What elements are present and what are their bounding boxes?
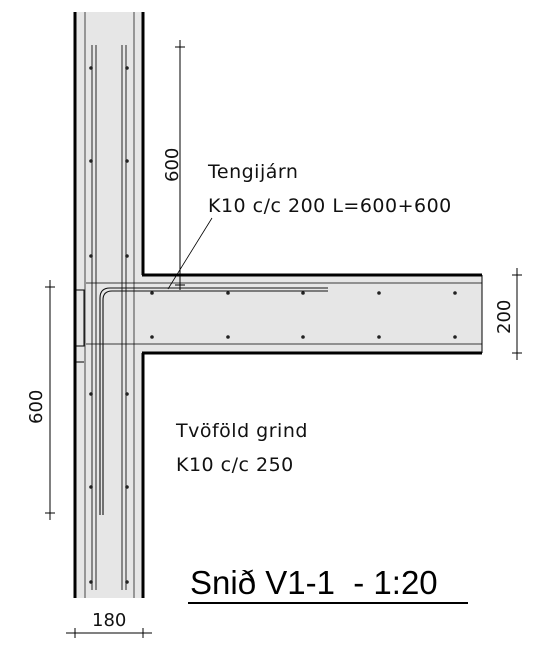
drawing-title: Snið V1-1 - 1:20 — [190, 564, 438, 601]
section-outline — [73, 12, 483, 598]
connector-spec: K10 c/c 200 L=600+600 — [208, 195, 452, 217]
mesh-title: Tvöföld grind — [175, 420, 308, 442]
dimension-lap-lower — [45, 280, 55, 520]
rebar-dots — [89, 66, 457, 584]
connector-rebar — [99, 287, 328, 515]
dim-lap-upper-label: 600 — [162, 148, 183, 182]
concrete-section — [76, 12, 482, 598]
connector-leader — [167, 217, 213, 290]
dimension-lap-upper — [175, 40, 185, 290]
dimension-slab-thickness — [512, 268, 522, 360]
slab-fill — [142, 275, 482, 353]
dim-lap-lower-label: 600 — [26, 390, 47, 424]
dim-slab-thickness-label: 200 — [494, 300, 515, 334]
wall-fill — [76, 12, 142, 598]
wall-rebar — [91, 45, 127, 590]
connector-title: Tengijárn — [207, 161, 298, 183]
dim-wall-thickness-label: 180 — [92, 610, 126, 631]
dimension-wall-thickness — [66, 628, 152, 638]
mesh-spec: K10 c/c 250 — [176, 454, 294, 476]
